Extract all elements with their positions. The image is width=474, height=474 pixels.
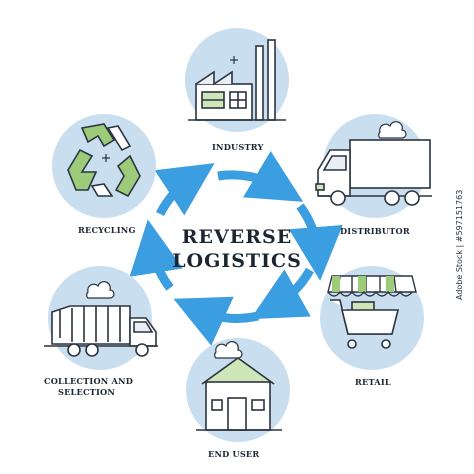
sparkle-icon xyxy=(230,56,238,64)
label-recycling: RECYCLING xyxy=(78,225,136,235)
arrow-industry-to-distributor xyxy=(217,150,304,202)
label-collection-line1: COLLECTION AND xyxy=(44,376,134,386)
cloud-icon xyxy=(86,281,115,299)
diagram-title-line1: REVERSE xyxy=(181,226,293,248)
arrow-recycling-to-industry xyxy=(154,163,215,217)
arrow-distributor-to-retail xyxy=(288,203,343,281)
industry-stage xyxy=(185,28,289,132)
label-collection-line2: SELECTION xyxy=(58,387,116,397)
awning-icon xyxy=(327,275,417,297)
enduser-stage xyxy=(186,338,290,442)
arrow-collection-to-recycling xyxy=(129,219,183,291)
garbage-truck-icon xyxy=(44,305,158,357)
diagram-title-line2: LOGISTICS xyxy=(172,250,302,272)
recycling-stage xyxy=(52,114,156,218)
factory-icon xyxy=(188,39,286,121)
truck-icon xyxy=(315,139,432,206)
distributor-stage xyxy=(315,114,432,218)
arrow-retail-to-enduser xyxy=(250,267,314,320)
shopping-cart-icon xyxy=(330,299,400,349)
cloud-icon xyxy=(214,341,243,359)
retail-stage xyxy=(320,266,424,370)
cycle-arrows xyxy=(129,150,343,346)
sparkle-icon xyxy=(102,154,110,162)
label-end-user: END USER xyxy=(208,449,260,459)
arrow-enduser-to-collection xyxy=(173,296,260,346)
cloud-icon xyxy=(378,121,407,139)
recycle-icon xyxy=(67,123,141,198)
stock-id-tag: Adobe Stock | #597151763 xyxy=(455,189,464,300)
label-distributor: DISTRIBUTOR xyxy=(340,226,410,236)
house-icon xyxy=(196,357,282,431)
label-industry: INDUSTRY xyxy=(212,142,264,152)
label-retail: RETAIL xyxy=(355,377,391,387)
collection-stage xyxy=(44,266,158,370)
